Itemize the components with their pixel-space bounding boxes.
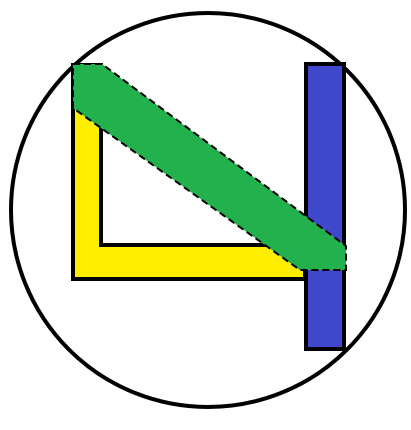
green-diagonal-band bbox=[72, 63, 347, 271]
blue-vertical-bar bbox=[304, 62, 346, 351]
